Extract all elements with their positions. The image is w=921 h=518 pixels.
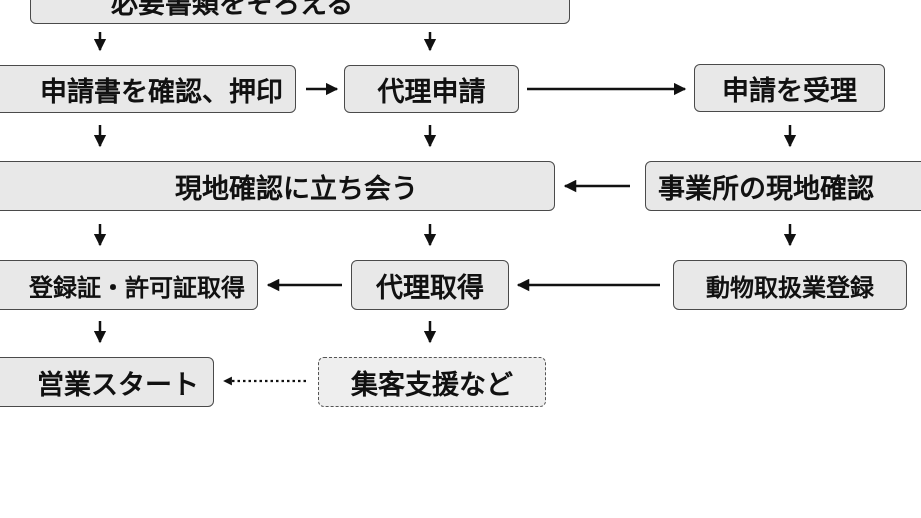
node-proxy-application: 代理申請 xyxy=(344,65,519,113)
node-site-inspection: 事業所の現地確認 xyxy=(645,161,921,211)
node-proxy-acquisition: 代理取得 xyxy=(351,260,509,310)
node-site-inspection-label: 事業所の現地確認 xyxy=(658,173,874,205)
node-proxy-application-label: 代理申請 xyxy=(377,76,486,108)
node-attend-inspection-label: 現地確認に立ち会う xyxy=(175,173,418,205)
node-start-business-label: 営業スタート xyxy=(37,369,199,401)
node-proxy-acquisition-label: 代理取得 xyxy=(376,272,484,304)
node-prepare-documents: 必要書類をそろえる xyxy=(30,0,570,24)
node-confirm-application-label: 申請書を確認、押印 xyxy=(40,76,283,108)
node-accept-application-label: 申請を受理 xyxy=(722,75,857,107)
node-obtain-certificate: 登録証・許可証取得 xyxy=(0,260,258,310)
node-confirm-application: 申請書を確認、押印 xyxy=(0,65,296,113)
node-obtain-certificate-label: 登録証・許可証取得 xyxy=(29,273,245,302)
node-accept-application: 申請を受理 xyxy=(694,64,885,112)
node-attend-inspection: 現地確認に立ち会う xyxy=(0,161,555,211)
node-customer-support: 集客支援など xyxy=(318,357,546,407)
node-animal-registration-label: 動物取扱業登録 xyxy=(706,273,874,302)
node-prepare-documents-label: 必要書類をそろえる xyxy=(111,0,354,20)
node-start-business: 営業スタート xyxy=(0,357,214,407)
node-customer-support-label: 集客支援など xyxy=(351,369,513,401)
node-animal-registration: 動物取扱業登録 xyxy=(673,260,907,310)
